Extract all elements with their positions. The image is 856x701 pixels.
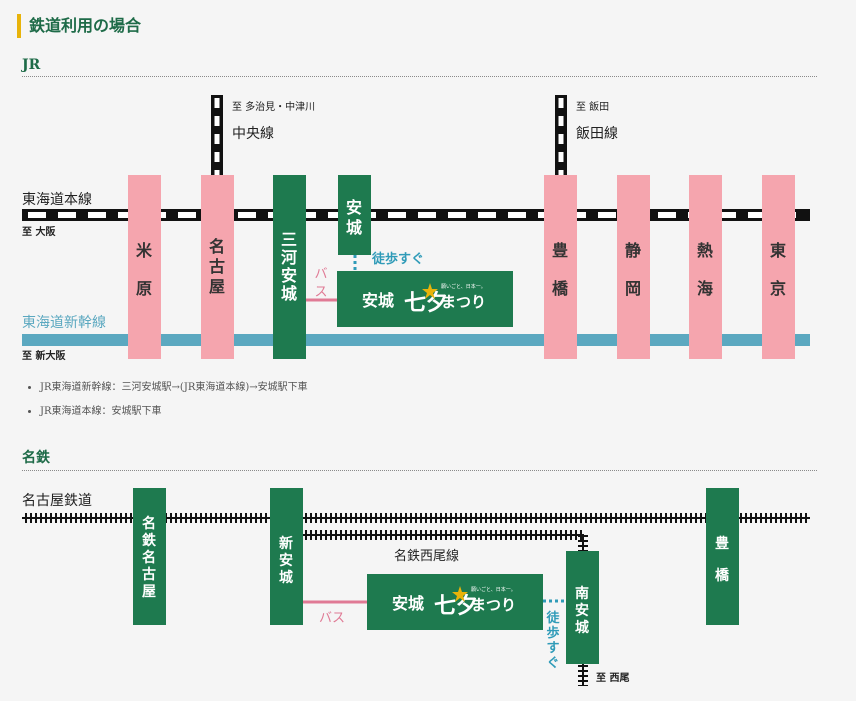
station-shizuoka: [617, 175, 650, 359]
station-label-toyohashi-1: 豊: [552, 241, 568, 260]
station-label-mikawa-1: 三: [281, 230, 297, 249]
station-label-mnagoya-1: 名: [142, 515, 156, 532]
station-label-nagoya-1: 名: [209, 237, 225, 256]
nishio-line-label: 名鉄西尾線: [394, 548, 459, 564]
walk-label-meitetsu-1: 徒: [545, 610, 560, 626]
station-label-atami-1: 熱: [697, 241, 713, 260]
station-label-shinanjo-3: 城: [279, 569, 293, 586]
chuo-direction: 至 多治見・中津川: [232, 100, 315, 113]
station-label-tokyo-1: 東: [770, 241, 786, 260]
station-label-mnagoya-4: 古: [142, 566, 156, 583]
station-maibara: [128, 175, 161, 359]
station-meitetsu-toyohashi: [706, 488, 739, 625]
station-mikawa-anjo: [273, 175, 306, 359]
star-icon: [422, 283, 438, 299]
shinkansen-direction: 至 新大阪: [22, 349, 66, 362]
station-label-mnagoya-3: 名: [142, 549, 156, 566]
station-label-shizuoka-1: 静: [625, 241, 641, 260]
walk-label: 徒歩すぐ: [371, 251, 424, 267]
station-label-anjo-1: 安: [346, 198, 362, 217]
festival-logo-jr: 安城 七夕 願いごと、日本一。 まつり: [362, 283, 486, 316]
festival-logo-tag-meitetsu: 願いごと、日本一。: [471, 586, 516, 593]
station-label-minamianjo-3: 城: [575, 619, 589, 636]
note-item: JR東海道本線：安城駅下車: [40, 402, 308, 417]
station-meitetsu-nagoya: [133, 488, 166, 625]
star-icon-meitetsu: [452, 586, 468, 602]
station-label-anjo-2: 城: [346, 218, 362, 237]
station-label-mtoyohashi-1: 豊: [715, 535, 729, 552]
shinkansen-line-label: 東海道新幹線: [22, 314, 106, 331]
station-anjo: [338, 175, 371, 255]
walk-label-meitetsu-4: ぐ: [546, 656, 559, 671]
festival-name: 安城: [362, 291, 394, 310]
station-label-minamianjo-2: 安: [575, 602, 589, 619]
tokaido-direction: 至 大阪: [22, 225, 56, 238]
station-toyohashi: [544, 175, 577, 359]
jr-notes: JR東海道新幹線：三河安城駅→(JR東海道本線)→安城駅下車 JR東海道本線：安…: [26, 378, 308, 426]
walk-label-meitetsu-2: 歩: [546, 625, 559, 641]
station-label-nagoya-3: 屋: [209, 277, 225, 296]
station-label-atami-2: 海: [697, 279, 713, 298]
festival-logo-main-meitetsu: 七夕: [434, 593, 478, 619]
festival-name-meitetsu: 安城: [392, 594, 424, 613]
festival-logo-sub-meitetsu: まつり: [471, 596, 516, 614]
station-label-shizuoka-2: 岡: [625, 279, 641, 298]
station-tokyo: [762, 175, 795, 359]
bus-label-2: ス: [314, 285, 327, 300]
chuo-line-label: 中央線: [232, 126, 274, 142]
station-label-shinanjo-1: 新: [279, 535, 293, 552]
station-label-mikawa-4: 城: [281, 284, 297, 303]
station-nagoya: [201, 175, 234, 359]
station-label-nagoya-2: 古: [209, 257, 225, 276]
walk-label-meitetsu-3: す: [546, 641, 559, 656]
station-atami: [689, 175, 722, 359]
station-label-minamianjo-1: 南: [575, 585, 589, 602]
station-label-shinanjo-2: 安: [279, 552, 293, 569]
jr-section-heading: JR: [22, 57, 817, 77]
festival-logo-tag: 願いごと、日本一。: [441, 283, 486, 290]
nishio-direction: 至 西尾: [596, 672, 629, 684]
festival-logo-meitetsu: 安城 七夕 願いごと、日本一。 まつり: [392, 586, 516, 619]
meitetsu-main-line: [22, 513, 810, 523]
station-label-toyohashi-2: 橋: [552, 279, 569, 298]
iida-line-label: 飯田線: [576, 125, 618, 142]
station-label-maibara-2: 原: [136, 279, 152, 298]
bus-label-1: バ: [314, 267, 327, 282]
station-label-mikawa-3: 安: [281, 266, 297, 285]
page-title: 鉄道利用の場合: [17, 14, 141, 38]
station-minami-anjo: [566, 551, 599, 664]
festival-logo-main: 七夕: [404, 290, 448, 316]
station-label-maibara-1: 米: [136, 241, 153, 260]
note-item: JR東海道新幹線：三河安城駅→(JR東海道本線)→安城駅下車: [40, 378, 308, 393]
station-label-mnagoya-5: 屋: [142, 584, 156, 600]
station-label-mnagoya-2: 鉄: [142, 532, 157, 549]
station-label-mikawa-2: 河: [281, 248, 297, 267]
meitetsu-section-heading: 名鉄: [22, 447, 817, 471]
festival-logo-sub: まつり: [441, 293, 486, 311]
bus-label-meitetsu: バス: [319, 611, 345, 626]
station-shin-anjo: [270, 488, 303, 625]
iida-line: [555, 95, 567, 175]
station-label-mtoyohashi-2: 橋: [715, 567, 730, 584]
chuo-line: [211, 95, 223, 175]
meitetsu-main-line-label: 名古屋鉄道: [22, 493, 92, 509]
iida-direction: 至 飯田: [576, 100, 609, 113]
station-label-tokyo-2: 京: [770, 279, 786, 298]
tokaido-line-label: 東海道本線: [22, 192, 92, 208]
